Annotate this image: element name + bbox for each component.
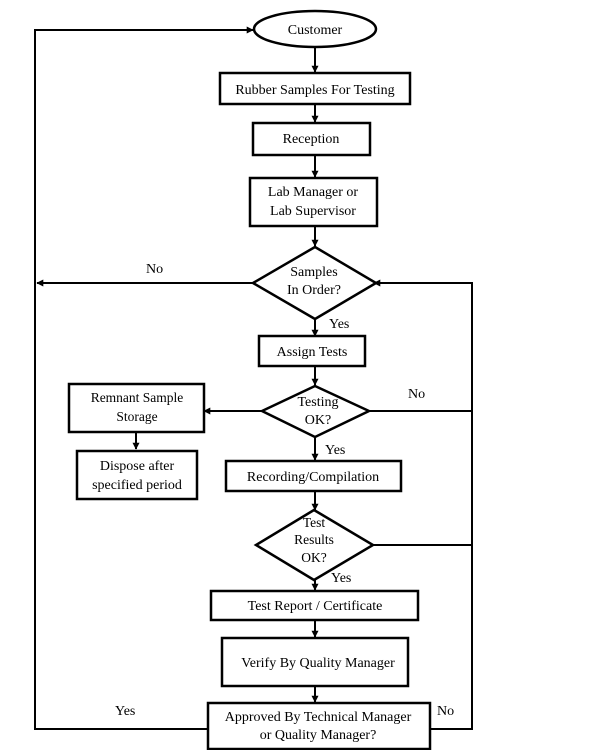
lab-manager-node: Lab Manager or Lab Supervisor [248, 176, 379, 228]
samples-in-order-line1: Samples [290, 265, 337, 280]
samples-in-order-line2: In Order? [287, 283, 341, 298]
customer-label: Customer [288, 23, 343, 38]
reception-label: Reception [283, 132, 340, 147]
edge-label-testing-no: No [408, 387, 425, 402]
approved-line1: Approved By Technical Manager [225, 710, 412, 725]
test-results-line2: Results [294, 532, 334, 547]
reception-node: Reception [251, 121, 372, 157]
approved-line2: or Quality Manager? [260, 728, 377, 743]
verify-label: Verify By Quality Manager [241, 656, 395, 671]
testing-ok-line2: OK? [305, 413, 331, 428]
connectors [34, 26, 473, 730]
edge-label-testing-yes: Yes [325, 443, 345, 458]
test-results-line1: Test [303, 515, 326, 530]
edge-label-approved-no: No [437, 704, 454, 719]
testing-ok-line1: Testing [297, 395, 338, 410]
test-results-line3: OK? [301, 550, 327, 565]
lab-manager-label-line2: Lab Supervisor [270, 204, 356, 219]
dispose-line1: Dispose after [100, 459, 175, 474]
dispose-node: Dispose after specified period [75, 449, 199, 501]
edge-label-samples-no: No [146, 262, 163, 277]
remnant-storage-line1: Remnant Sample [91, 390, 184, 405]
approved-node: Approved By Technical Manager or Quality… [206, 701, 432, 750]
edge-label-results-yes: Yes [331, 571, 351, 586]
remnant-storage-node: Remnant Sample Storage [67, 382, 206, 434]
assign-tests-label: Assign Tests [277, 345, 348, 360]
test-report-node: Test Report / Certificate [209, 589, 420, 622]
loop-yes-to-customer [34, 26, 254, 730]
testing-ok-decision: Testing OK? [259, 384, 372, 439]
rubber-samples-label: Rubber Samples For Testing [235, 83, 394, 98]
loop-no-right [373, 279, 473, 730]
edge-label-approved-yes: Yes [115, 704, 135, 719]
samples-in-order-decision: Samples In Order? [250, 245, 379, 321]
customer-node: Customer [252, 9, 378, 49]
rubber-samples-node: Rubber Samples For Testing [218, 71, 412, 106]
lab-manager-label-line1: Lab Manager or [268, 185, 359, 200]
assign-tests-node: Assign Tests [257, 334, 367, 368]
dispose-line2: specified period [92, 478, 182, 493]
recording-node: Recording/Compilation [224, 459, 403, 493]
recording-label: Recording/Compilation [247, 470, 379, 485]
test-report-label: Test Report / Certificate [248, 599, 383, 614]
edge-label-samples-yes: Yes [329, 317, 349, 332]
verify-node: Verify By Quality Manager [220, 636, 410, 688]
test-results-ok-decision: Test Results OK? [253, 508, 376, 582]
edge-labels: No Yes No Yes Yes Yes No [115, 262, 454, 719]
remnant-storage-line2: Storage [116, 409, 157, 424]
